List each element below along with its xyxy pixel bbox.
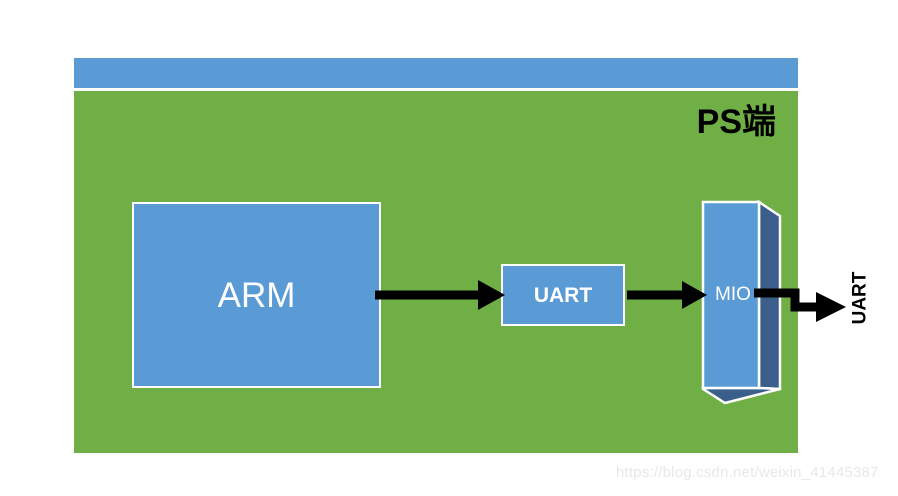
ps-container-title: PS端: [696, 103, 776, 141]
watermark: https://blog.csdn.net/weixin_41445387: [616, 464, 879, 481]
uart-block[interactable]: UART: [501, 264, 625, 326]
mio-block[interactable]: MIO: [701, 200, 783, 405]
mio-cuboid-shape: [701, 200, 782, 405]
uart-block-label: UART: [533, 283, 593, 307]
arm-block[interactable]: ARM: [132, 202, 381, 388]
arm-block-label: ARM: [217, 275, 296, 315]
external-uart-label-text: UART: [849, 271, 871, 325]
external-uart-label: UART: [845, 265, 875, 331]
ps-container-header-bar: [74, 58, 798, 88]
